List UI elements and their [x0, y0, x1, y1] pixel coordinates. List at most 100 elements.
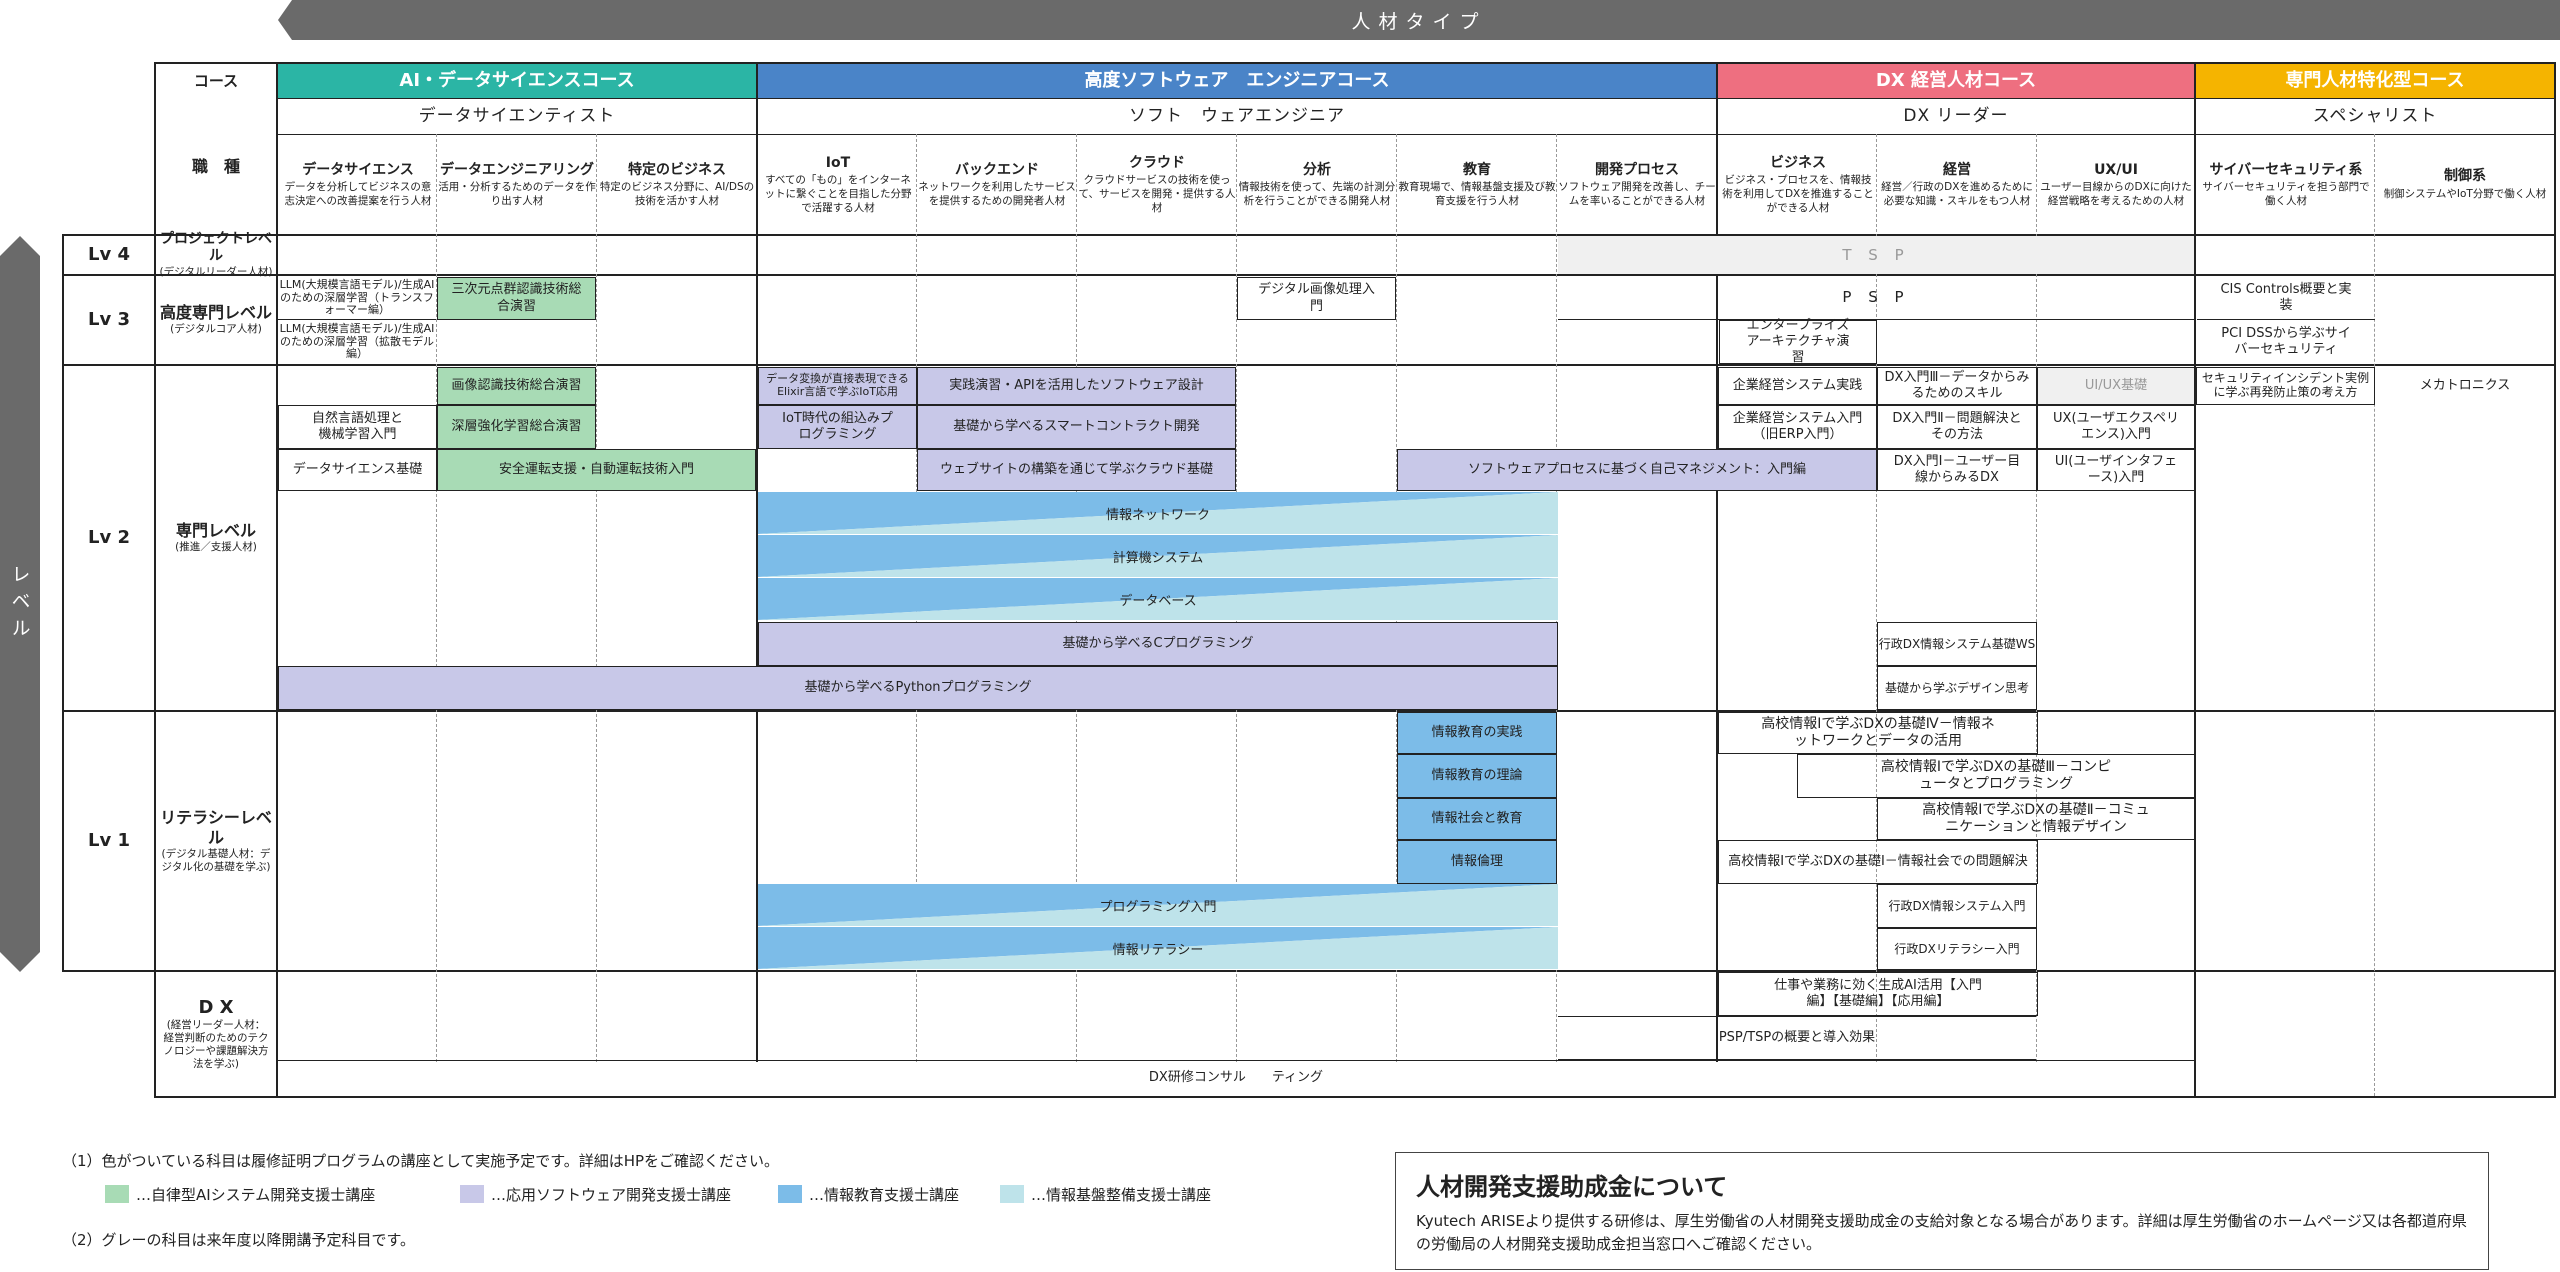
course-edu-practice: 情報教育の実践	[1397, 712, 1557, 754]
course-genai: 仕事や業務に効く生成AI活用【入門編】【基礎編】【応用編】	[1718, 972, 2038, 1016]
course-tsp: T S P	[1558, 236, 2194, 274]
course-pci-dss: PCI DSSから学ぶサイバーセキュリティ	[2221, 325, 2351, 357]
course-ethics: 情報倫理	[1397, 840, 1557, 884]
note-1: （1）色がついている科目は履修証明プログラムの講座として実施予定です。詳細はHP…	[62, 1152, 780, 1170]
role-dx-leader: DX リーダー	[1903, 105, 2009, 126]
course-python: 基礎から学べるPythonプログラミング	[278, 666, 1558, 710]
course-image-recognition: 画像認識技術総合演習	[437, 367, 596, 405]
course-gyosei-ws: 行政DX情報システム基礎WS	[1877, 622, 2037, 666]
legend-swatch-lightblue	[1000, 1185, 1024, 1203]
course-psp: P S P	[1558, 276, 2194, 320]
course-mechatronics: メカトロニクス	[2419, 377, 2511, 393]
dx-level-name: D X(経営リーダー人材：経営判断のためのテクノロジーや課題解決方法を学ぶ)	[163, 996, 269, 1071]
course-iot-embedded: IoT時代の組込みプログラミング	[758, 405, 917, 449]
legend-swatch-blue	[778, 1185, 802, 1203]
subrole-data-engineering: データエンジニアリング活用・分析するためのデータを作り出す人材	[438, 161, 596, 207]
role-software-engineer: ソフト ウェアエンジニア	[1129, 105, 1345, 126]
course-enterprise-practice: 企業経営システム実践	[1718, 367, 1877, 405]
course-gyosei-literacy: 行政DXリテラシー入門	[1877, 928, 2037, 970]
course-gyosei-system: 行政DX情報システム入門	[1877, 884, 2037, 928]
subrole-backend: バックエンドネットワークを利用したサービスを提供するための開発者人材	[918, 161, 1076, 207]
legend-label-lightblue: …情報基盤整備支援士講座	[1031, 1186, 1212, 1204]
subrole-cloud: クラウドクラウドサービスの技術を使って、サービスを開発・提供する人材	[1078, 154, 1236, 214]
subrole-business: ビジネスビジネス・プロセスを、情報技術を利用してDXを推進することができる人材	[1722, 154, 1874, 214]
course-psp-tsp-intro: PSP/TSPの概要と導入効果	[1558, 1016, 2036, 1060]
legend-label-green: …自律型AIシステム開発支援士講座	[136, 1186, 376, 1204]
course-koukou1: 高校情報Ⅰで学ぶDXの基礎Ⅰ－情報社会での問題解決	[1718, 840, 2038, 884]
course-ds-basics: データサイエンス基礎	[278, 449, 437, 491]
course-uiux-basics: UI/UX基礎	[2037, 367, 2195, 405]
lv4-name: プロジェクトレベル(デジタルリーダー人材)	[159, 230, 273, 278]
role-data-scientist: データサイエンティスト	[418, 105, 616, 126]
course-cloud-basics: ウェブサイトの構築を通じて学ぶクラウド基礎	[917, 449, 1236, 491]
course-ux-intro: UX(ユーザエクスペリエンス)入門	[2037, 405, 2195, 449]
legend-label-blue: …情報教育支援士講座	[809, 1186, 960, 1204]
course-society-edu: 情報社会と教育	[1397, 798, 1557, 840]
course-dx-consulting: DX研修コンサル ティング	[1148, 1070, 1324, 1086]
lv2-label: Lv 2	[88, 526, 130, 548]
course-design-thinking: 基礎から学ぶデザイン思考	[1877, 666, 2037, 710]
subrole-control: 制御系制御システムやIoT分野で働く人材	[2383, 168, 2547, 200]
subrole-education: 教育教育現場で、情報基盤支援及び教育支援を行う人材	[1398, 161, 1556, 207]
course-database: データベース	[758, 578, 1558, 621]
course-computer-system: 計算機システム	[758, 535, 1558, 578]
subrole-specific-business: 特定のビジネス特定のビジネス分野に、AI/DSの技術を活かす人材	[599, 161, 755, 207]
course-koukou3: 高校情報Ⅰで学ぶDXの基礎Ⅲ－コンピュータとプログラミング	[1797, 754, 2195, 798]
course-programming-intro: プログラミング入門	[758, 884, 1558, 927]
subrole-cyber: サイバーセキュリティ系サイバーセキュリティを担う部門で働く人材	[2202, 161, 2370, 207]
course-software: 高度ソフトウェア エンジニアコース	[758, 64, 1716, 98]
course-digital-image: デジタル画像処理入門	[1237, 277, 1396, 320]
lv2-name: 専門レベル(推進／支援人材)	[175, 521, 257, 554]
course-smart-contract: 基礎から学べるスマートコントラクト開発	[917, 405, 1236, 449]
legend-swatch-purple	[460, 1185, 484, 1203]
course-info-literacy: 情報リテラシー	[758, 927, 1558, 970]
legend-swatch-green	[105, 1185, 129, 1203]
subrole-management: 経営経営／行政のDXを進めるために必要な知識・スキルをもつ人材	[1881, 161, 2033, 207]
course-ui-intro: UI(ユーザインタフェース)入門	[2037, 449, 2195, 491]
course-label: コース	[193, 71, 239, 90]
lv4-label: Lv 4	[88, 243, 130, 265]
role-specialist: スペシャリスト	[2312, 105, 2438, 126]
subrole-analysis: 分析情報技術を使って、先端の計測分析を行うことができる開発人材	[1238, 161, 1396, 207]
subsidy-title: 人材開発支援助成金について	[1416, 1173, 1728, 1201]
course-ai-ds: AI・データサイエンスコース	[278, 64, 756, 98]
note-2: （2）グレーの科目は来年度以降開講予定科目です。	[62, 1231, 416, 1249]
course-llm-transformer: LLM(大規模言語モデル)/生成AIのための深層学習（トランスフォーマー編）	[278, 277, 436, 320]
course-enterprise-intro: 企業経営システム入門（旧ERP入門）	[1718, 405, 1877, 449]
course-dx2: DX入門Ⅱ－問題解決とその方法	[1877, 405, 2037, 449]
lv1-label: Lv 1	[88, 829, 130, 851]
job-label: 職 種	[191, 156, 240, 176]
course-self-management: ソフトウェアプロセスに基づく自己マネジメント：入門編	[1397, 449, 1877, 491]
course-api-design: 実践演習・APIを活用したソフトウェア設計	[917, 367, 1236, 405]
legend-label-purple: …応用ソフトウェア開発支援士講座	[491, 1186, 732, 1204]
lv3-label: Lv 3	[88, 308, 130, 330]
course-edu-theory: 情報教育の理論	[1397, 754, 1557, 798]
course-koukou2: 高校情報Ⅰで学ぶDXの基礎Ⅱ－コミュニケーションと情報デザイン	[1877, 798, 2195, 840]
course-network: 情報ネットワーク	[758, 492, 1558, 535]
course-3d-point-cloud: 三次元点群認識技術総合演習	[437, 277, 596, 320]
jinzai-type-banner: 人材タイプ	[278, 0, 2560, 40]
course-koukou4: 高校情報Ⅰで学ぶDXの基礎Ⅳ－情報ネットワークとデータの活用	[1718, 712, 2038, 754]
subrole-data-science: データサイエンスデータを分析してビジネスの意志決定への改善提案を行う人材	[284, 161, 432, 207]
course-elixir-iot: データ変換が直接表現できるElixir言語で学ぶIoT応用	[758, 367, 917, 405]
course-specialist: 専門人材特化型コース	[2196, 64, 2554, 98]
course-safe-driving: 安全運転支援・自動運転技術入門	[437, 449, 756, 491]
lv3-name: 高度専門レベル(デジタルコア人材)	[159, 303, 272, 336]
subsidy-box: 人材開発支援助成金について Kyutech ARISEより提供する研修は、厚生労…	[1395, 1152, 2489, 1270]
course-dx1: DX入門Ⅰ－ユーザー目線からみるDX	[1877, 449, 2037, 491]
course-cis-controls: CIS Controls概要と実装	[2197, 277, 2375, 320]
lv1-name: リテラシーレベル(デジタル基礎人材：デジタル化の基礎を学ぶ)	[160, 807, 272, 873]
course-dx3: DX入門Ⅲ－データからみるためのスキル	[1877, 367, 2037, 405]
subsidy-body: Kyutech ARISEより提供する研修は、厚生労働省の人材開発支援助成金の支…	[1416, 1212, 2467, 1254]
course-deep-rl: 深層強化学習総合演習	[437, 405, 596, 449]
course-security-incident: セキュリティインシデント実例に学ぶ再発防止策の考え方	[2196, 367, 2375, 405]
subrole-dev-process: 開発プロセスソフトウェア開発を改善し、チームを率いることができる人材	[1558, 161, 1716, 207]
course-enterprise-arch: エンタープライズアーキテクチャ演習	[1719, 318, 1877, 365]
level-banner: レベル	[0, 236, 40, 972]
course-c-programming: 基礎から学べるCプログラミング	[758, 622, 1558, 666]
course-dx: DX 経営人材コース	[1718, 64, 2194, 98]
course-nlp: 自然言語処理と機械学習入門	[278, 405, 437, 449]
course-llm-diffusion: LLM(大規模言語モデル)/生成AIのための深層学習（拡散モデル編）	[279, 322, 435, 361]
